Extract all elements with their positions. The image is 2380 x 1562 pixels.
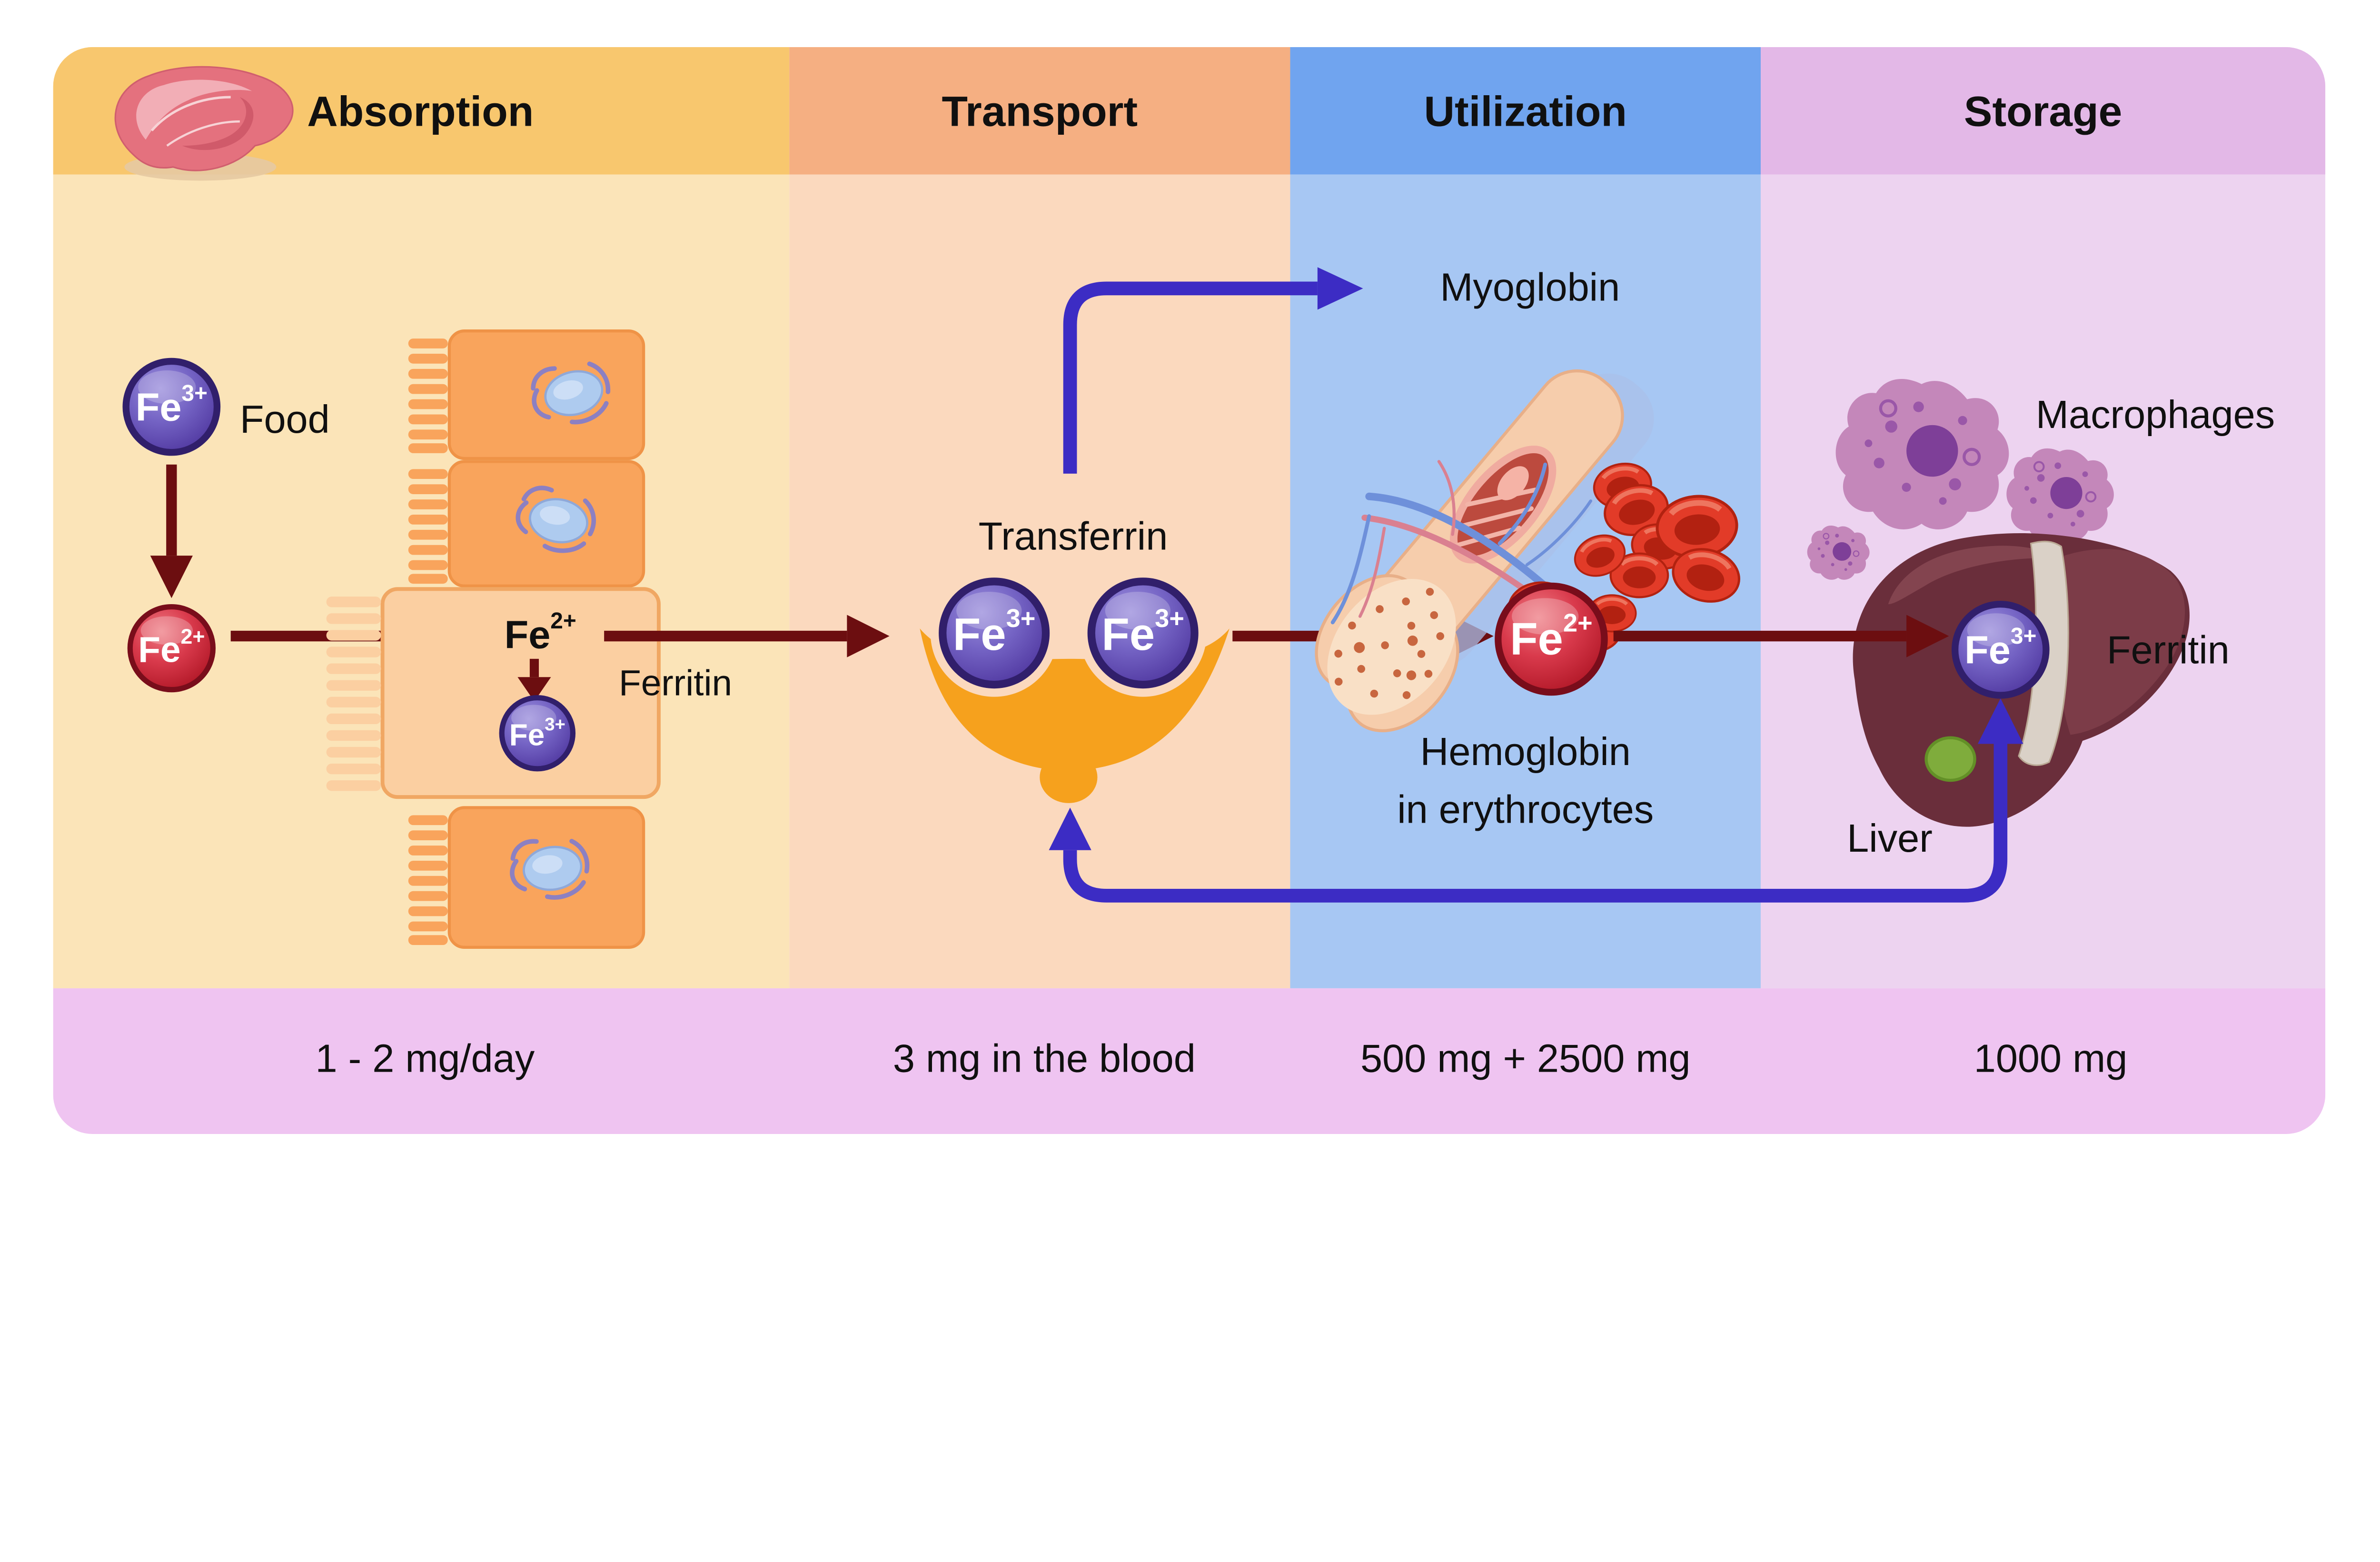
arrow-return-up-to-transferrin-head: [1049, 807, 1091, 850]
macrophages-label: Macrophages: [2036, 392, 2275, 437]
ion-sup: 3+: [181, 381, 208, 406]
fe2-erythrocyte-text: Fe2+: [1510, 609, 1592, 665]
ion-base: Fe: [953, 609, 1006, 660]
meat-icon: [114, 66, 294, 181]
arrow-to-myoglobin: [1063, 281, 1318, 474]
macrophage-icon-large: [1836, 379, 2009, 529]
myoglobin-label: Myoglobin: [1440, 265, 1620, 309]
ion-sup: 2+: [550, 608, 576, 634]
amount-utilization: 500 mg + 2500 mg: [1360, 1036, 1691, 1080]
spongy-bone-dots: [1332, 586, 1446, 701]
fe3-food-text: Fe3+: [136, 381, 208, 429]
diagram-canvas: Absorption Transport Utilization Storage…: [53, 47, 2326, 1134]
ion-sup: 2+: [1563, 609, 1593, 637]
ion-sup: 3+: [545, 714, 565, 735]
fe3-ferritin-text: Fe3+: [509, 714, 565, 752]
utilization-header-band: [1290, 47, 1761, 175]
ion-base: Fe: [136, 385, 182, 429]
fe2-cell-text: Fe2+: [505, 608, 576, 657]
ion-sup: 3+: [2011, 624, 2037, 649]
arrow-to-myoglobin-head: [1317, 267, 1363, 310]
macrophage-icon-medium: [2005, 447, 2115, 543]
column-header-storage: Storage: [1964, 88, 2122, 135]
column-header-utilization: Utilization: [1424, 88, 1626, 135]
gallbladder: [1924, 736, 1976, 782]
arrow-cell-to-transferrin-head: [847, 615, 890, 657]
transport-body-band: [789, 174, 1290, 988]
hemoglobin-label-line1: Hemoglobin: [1420, 729, 1631, 774]
ion-base: Fe: [509, 718, 545, 752]
ion-base: Fe: [1510, 613, 1563, 664]
storage-header-band: [1760, 47, 2326, 175]
ion-base: Fe: [505, 613, 551, 657]
ion-sup: 3+: [1155, 604, 1184, 633]
fe3-liver-text: Fe3+: [1964, 624, 2036, 672]
iron-metabolism-diagram: Absorption Transport Utilization Storage…: [53, 47, 2326, 1134]
transport-header-band: [789, 47, 1290, 175]
food-label: Food: [240, 397, 330, 441]
amount-absorption: 1 - 2 mg/day: [316, 1036, 535, 1080]
ion-base: Fe: [138, 629, 180, 670]
ferritin-cell-label: Ferritin: [619, 663, 732, 703]
fe3-transferrin-text-1: Fe3+: [953, 604, 1035, 660]
footer-band: [53, 988, 2326, 1134]
amount-transport: 3 mg in the blood: [893, 1036, 1196, 1080]
macrophage-icon-small: [1806, 525, 1870, 580]
arrow-liver-return-to-transferrin: [1063, 744, 2008, 903]
intestinal-epithelium-icon: [326, 329, 661, 949]
arrow-fe2-to-liver-head: [1906, 615, 1949, 657]
ion-sup: 2+: [181, 625, 205, 648]
hemoglobin-label-line2: in erythrocytes: [1397, 787, 1654, 831]
amount-storage: 1000 mg: [1974, 1036, 2128, 1080]
column-header-transport: Transport: [942, 88, 1138, 135]
transferrin-label: Transferrin: [979, 514, 1168, 558]
arrow-fe2-to-ferritin-head: [517, 677, 551, 702]
fe2-lumen-text: Fe2+: [138, 625, 205, 670]
ion-base: Fe: [1964, 627, 2011, 672]
enterocyte-highlighted: [380, 587, 661, 799]
liver-label: Liver: [1847, 816, 1933, 860]
ferritin-liver-label: Ferritin: [2107, 627, 2230, 672]
ion-base: Fe: [1101, 609, 1155, 660]
ion-sup: 3+: [1006, 604, 1036, 633]
fe3-transferrin-text-2: Fe3+: [1101, 604, 1184, 660]
arrow-return-up-to-liver-head: [1977, 698, 2023, 744]
column-header-absorption: Absorption: [307, 88, 534, 135]
arrow-food-to-fe2-head: [150, 556, 193, 598]
